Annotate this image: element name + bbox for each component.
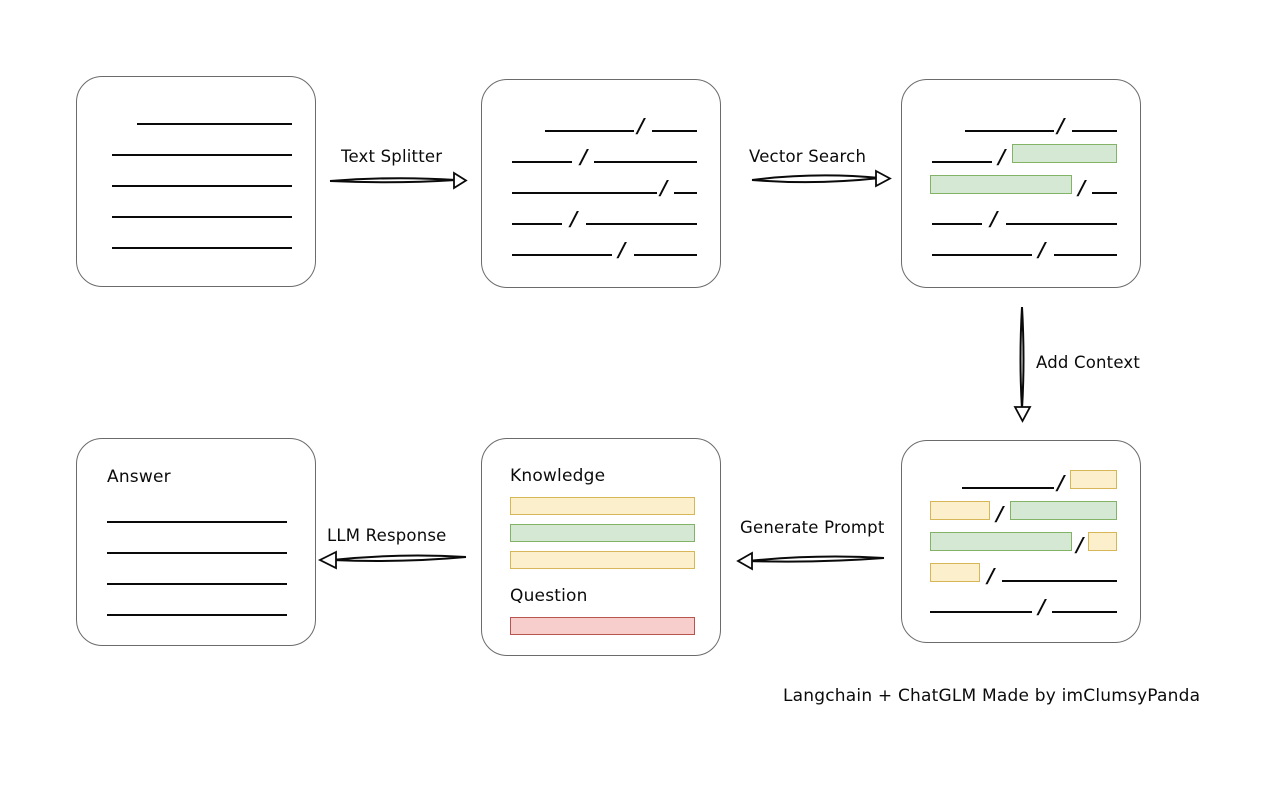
separator-slash: / bbox=[998, 144, 1006, 169]
answer-title: Answer bbox=[107, 467, 171, 487]
text-rule bbox=[1052, 611, 1117, 613]
arrow-add-context-shaft bbox=[1013, 306, 1032, 423]
prompt-bar-green bbox=[510, 524, 695, 542]
highlight-chunk-green bbox=[930, 175, 1072, 194]
text-rule bbox=[545, 130, 634, 132]
separator-slash: / bbox=[1038, 594, 1046, 619]
box-split-chunks[interactable]: / / / / / bbox=[481, 79, 721, 288]
highlight-chunk-green bbox=[1010, 501, 1117, 520]
prompt-question-title: Question bbox=[510, 586, 588, 606]
separator-slash: / bbox=[580, 144, 588, 169]
separator-slash: / bbox=[996, 501, 1004, 526]
arrow-add-context-label: Add Context bbox=[1036, 353, 1141, 372]
text-rule bbox=[512, 254, 612, 256]
box-answer[interactable]: Answer bbox=[76, 438, 316, 646]
text-rule bbox=[652, 130, 697, 132]
highlight-chunk-yellow bbox=[930, 501, 990, 520]
text-rule bbox=[1092, 192, 1117, 194]
separator-slash: / bbox=[660, 175, 668, 200]
separator-slash: / bbox=[618, 237, 626, 262]
prompt-bar-yellow bbox=[510, 497, 695, 515]
text-rule bbox=[112, 154, 292, 156]
box-prompt[interactable]: Knowledge Question bbox=[481, 438, 721, 656]
highlight-chunk-yellow bbox=[930, 563, 980, 582]
prompt-knowledge-title: Knowledge bbox=[510, 466, 606, 486]
text-rule bbox=[1002, 580, 1117, 582]
box-context-chunks[interactable]: / / / / / bbox=[901, 440, 1141, 643]
arrow-generate-prompt-label: Generate Prompt bbox=[740, 518, 885, 537]
text-rule bbox=[107, 521, 287, 523]
text-rule bbox=[1072, 130, 1117, 132]
highlight-chunk-green bbox=[1012, 144, 1117, 163]
text-rule bbox=[112, 247, 292, 249]
text-rule bbox=[137, 123, 292, 125]
text-rule bbox=[107, 552, 287, 554]
box-source-document[interactable] bbox=[76, 76, 316, 287]
separator-slash: / bbox=[570, 206, 578, 231]
separator-slash: / bbox=[990, 206, 998, 231]
highlight-chunk-green bbox=[930, 532, 1072, 551]
arrow-vector-search-shaft bbox=[751, 169, 892, 188]
separator-slash: / bbox=[1038, 237, 1046, 262]
arrow-text-splitter-label: Text Splitter bbox=[341, 147, 443, 166]
arrow-text-splitter-shaft bbox=[329, 171, 468, 190]
text-rule bbox=[930, 611, 1032, 613]
text-rule bbox=[1054, 254, 1117, 256]
separator-slash: / bbox=[1057, 113, 1065, 138]
prompt-bar-yellow bbox=[510, 551, 695, 569]
arrow-llm-response-shaft bbox=[317, 550, 467, 570]
text-rule bbox=[512, 161, 572, 163]
separator-slash: / bbox=[1057, 470, 1065, 495]
text-rule bbox=[962, 487, 1054, 489]
text-rule bbox=[932, 161, 992, 163]
text-rule bbox=[586, 223, 697, 225]
text-rule bbox=[107, 583, 287, 585]
text-rule bbox=[107, 614, 287, 616]
text-rule bbox=[965, 130, 1054, 132]
highlight-chunk-yellow bbox=[1088, 532, 1117, 551]
text-rule bbox=[112, 216, 292, 218]
text-rule bbox=[634, 254, 697, 256]
diagram-caption: Langchain + ChatGLM Made by imClumsyPand… bbox=[783, 686, 1201, 706]
text-rule bbox=[932, 223, 982, 225]
text-rule bbox=[512, 192, 657, 194]
separator-slash: / bbox=[637, 113, 645, 138]
text-rule bbox=[932, 254, 1032, 256]
arrow-vector-search-label: Vector Search bbox=[749, 147, 867, 166]
text-rule bbox=[594, 161, 697, 163]
separator-slash: / bbox=[987, 563, 995, 588]
highlight-chunk-yellow bbox=[1070, 470, 1117, 489]
text-rule bbox=[112, 185, 292, 187]
separator-slash: / bbox=[1076, 532, 1084, 557]
separator-slash: / bbox=[1078, 175, 1086, 200]
text-rule bbox=[674, 192, 697, 194]
box-matched-chunks[interactable]: / / / / / bbox=[901, 79, 1141, 288]
text-rule bbox=[1006, 223, 1117, 225]
arrow-generate-prompt-shaft bbox=[736, 551, 885, 571]
prompt-bar-red bbox=[510, 617, 695, 635]
arrow-llm-response-label: LLM Response bbox=[327, 526, 447, 545]
text-rule bbox=[512, 223, 562, 225]
